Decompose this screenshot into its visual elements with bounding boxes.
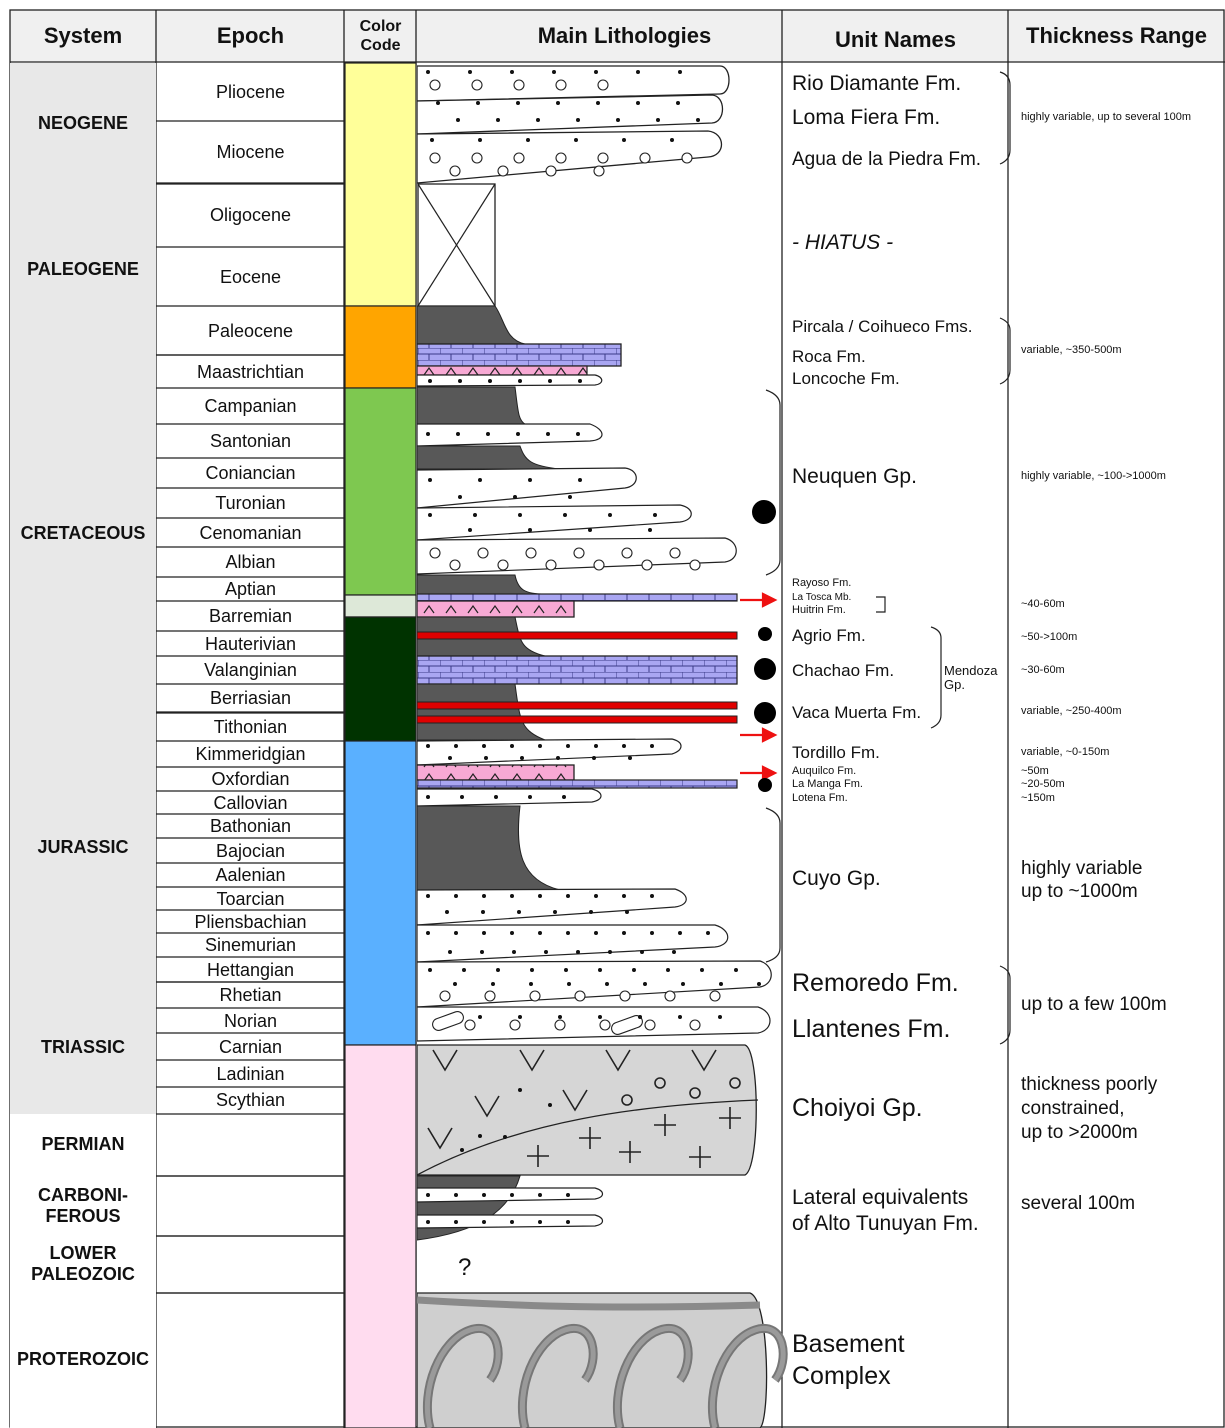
choiyoi-volcanics <box>417 1045 756 1175</box>
loncoche-evaporite <box>417 366 587 375</box>
cuyo-sand-1 <box>417 889 686 925</box>
tordillo-sand <box>417 739 681 765</box>
loncoche-sand <box>417 375 602 386</box>
neuquen-sand-3 <box>417 505 691 540</box>
neuquen-bracket <box>766 390 780 575</box>
cuyo-sand-2 <box>417 925 728 962</box>
loma-fiera-lens <box>417 95 723 134</box>
alto-tunuyan-sand-1 <box>417 1188 603 1202</box>
roca-limestone <box>417 344 621 366</box>
vaca-muerta-shale <box>417 684 545 740</box>
agua-piedra-lens <box>417 131 722 183</box>
rayoso-shale <box>417 575 545 594</box>
alto-tunuyan-shale <box>417 1176 520 1240</box>
la-manga-limestone <box>417 780 737 788</box>
pircala-shale <box>417 306 525 344</box>
lotena-sand <box>417 789 601 806</box>
mendoza-bracket <box>931 627 941 728</box>
chachao-limestone <box>417 656 737 684</box>
vaca-muerta-source-2 <box>417 716 737 723</box>
vaca-muerta-source-1 <box>417 702 737 709</box>
neuquen-sand-2 <box>417 468 636 508</box>
la-manga-marker <box>758 778 772 792</box>
neuquen-marker <box>752 500 776 524</box>
la-tosca-limestone <box>417 594 737 601</box>
agrio-marker <box>758 627 772 641</box>
alto-tunuyan-sand-2 <box>417 1215 603 1228</box>
huitrin-evaporite <box>417 601 574 617</box>
neuquen-shale-mid <box>417 446 560 469</box>
neuquen-shale-top <box>417 387 525 424</box>
agrio-source-rock <box>417 632 737 639</box>
chachao-marker <box>754 658 776 680</box>
cuyo-bracket <box>766 808 780 962</box>
cuyo-shale <box>417 806 560 890</box>
auquilco-evaporite <box>417 765 574 780</box>
huitrin-bracket <box>876 597 885 612</box>
neuquen-sand-1 <box>417 424 602 446</box>
vaca-muerta-marker <box>754 702 776 724</box>
